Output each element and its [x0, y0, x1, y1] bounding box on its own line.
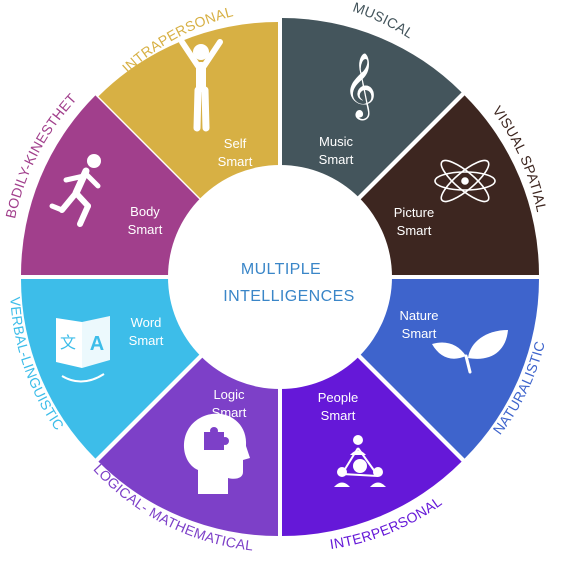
head-puzzle-icon [184, 413, 250, 494]
svg-text:文: 文 [60, 333, 76, 352]
center-title-line2: INTELLIGENCES [223, 288, 354, 305]
people-network-icon [334, 435, 386, 487]
body-label-line1: Body [130, 204, 160, 219]
nature-label-line2: Smart [402, 326, 437, 341]
treble-clef-icon: 𝄞 [343, 53, 376, 120]
leaves-icon [432, 330, 508, 374]
people-label-line1: People [318, 390, 358, 405]
nature-label-line1: Nature [399, 308, 438, 323]
word-label-line1: Word [131, 315, 162, 330]
center-title-line1: MULTIPLE [241, 261, 321, 278]
picture-label-line1: Picture [394, 205, 434, 220]
running-person-icon [49, 154, 101, 227]
picture-label-line2: Smart [397, 223, 432, 238]
translate-icon: 文 A [56, 316, 110, 383]
body-label-line2: Smart [128, 222, 163, 237]
logic-label-line1: Logic [213, 387, 245, 402]
svg-text:A: A [90, 333, 104, 355]
atom-icon [434, 159, 496, 203]
self-label-line2: Smart [218, 154, 253, 169]
word-label-line2: Smart [129, 333, 164, 348]
music-label-line2: Smart [319, 152, 354, 167]
person-arms-up-icon [179, 39, 223, 132]
music-label-line1: Music [319, 134, 353, 149]
self-label-line1: Self [224, 136, 247, 151]
center-circle [168, 165, 392, 389]
people-label-line2: Smart [321, 408, 356, 423]
